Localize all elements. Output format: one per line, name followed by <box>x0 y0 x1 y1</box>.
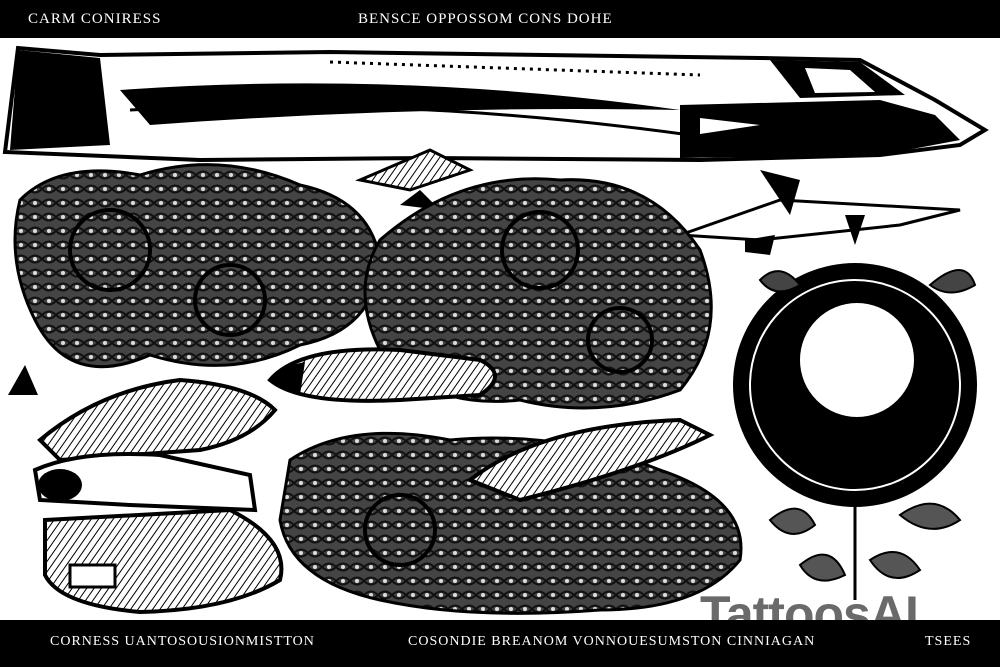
top-caption-bar: CARM CONIRESS BENSCE OPPOSSOM CONS DOHE <box>0 0 1000 38</box>
capsule-top-illustration <box>32 377 278 513</box>
bottom-left-caption: CORNESS UANTOSOUSIONMISTTON <box>50 634 315 649</box>
bottom-caption-bar: CORNESS UANTOSOUSIONMISTTON COSONDIE BRE… <box>0 620 1000 667</box>
circular-badge <box>733 263 977 507</box>
floral-cluster-left <box>13 163 382 369</box>
capsule-bottom-illustration <box>43 507 284 615</box>
striped-aircraft-illustration <box>466 417 715 503</box>
small-jet-illustration <box>679 170 961 255</box>
top-right-caption: BENSCE OPPOSSOM CONS DOHE <box>358 11 613 27</box>
floral-cluster-bottom <box>278 431 743 615</box>
bottom-center-caption: COSONDIE BREANOM VONNOUESUMSTON CINNIAGA… <box>408 634 816 649</box>
bottom-right-caption: TSEES <box>925 634 972 649</box>
rocket-illustration <box>267 347 497 403</box>
wing-mark <box>8 365 38 395</box>
leaf-sprig <box>768 502 962 600</box>
main-jet-illustration <box>2 45 989 210</box>
top-left-caption: CARM CONIRESS <box>28 11 162 27</box>
